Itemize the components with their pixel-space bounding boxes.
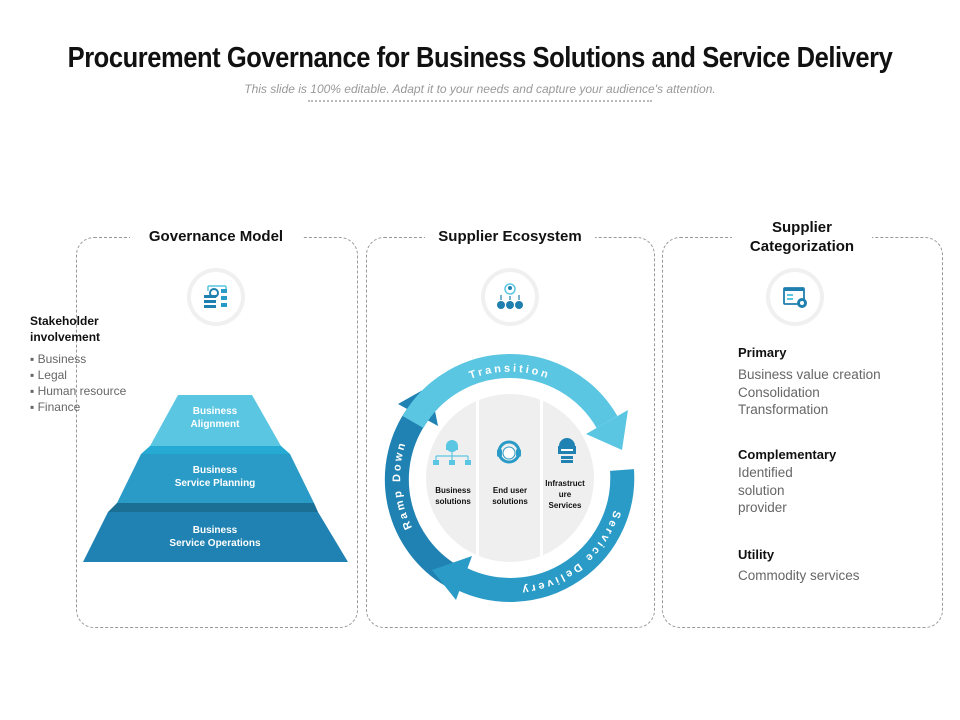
col-line: Services — [548, 501, 582, 510]
cloud-network-icon — [433, 440, 471, 465]
category-title: Primary — [738, 345, 787, 360]
pyramid-tier-1 — [150, 395, 281, 446]
col-line: Business — [435, 486, 471, 495]
pyramid-connector — [108, 503, 318, 512]
category-item: Business value creation — [738, 367, 881, 382]
category-group-complementary: Complementary Identified solution provid… — [738, 446, 928, 517]
category-item: Identified — [738, 465, 793, 480]
stakeholder-item: ▪ Human resource — [30, 384, 127, 398]
category-item: Commodity services — [738, 568, 860, 583]
transition-arrow — [402, 354, 628, 450]
col-line: ure — [558, 490, 572, 499]
category-item: solution — [738, 482, 785, 498]
service-delivery-arrow — [432, 469, 635, 602]
stakeholder-label: Business — [37, 352, 87, 366]
tier-line: Service Operations — [169, 538, 261, 549]
heading-line: Supplier — [771, 219, 832, 236]
stakeholder-title: Stakeholder involvement — [30, 314, 101, 344]
stakeholder-item: ▪ Finance — [30, 400, 81, 414]
page-subtitle: This slide is 100% editable. Adapt it to… — [244, 82, 716, 96]
stakeholder-label: Finance — [37, 400, 81, 414]
subtitle-divider — [308, 100, 652, 102]
category-title: Complementary — [738, 447, 837, 462]
stakeholder-label: Human resource — [37, 384, 127, 398]
governance-heading: Governance Model — [130, 227, 302, 246]
stakeholder-label: Legal — [37, 368, 67, 382]
category-group-primary: Primary Business value creation Consolid… — [738, 344, 928, 419]
stakeholder-block: Stakeholder involvement ▪ Business ▪ Leg… — [30, 313, 150, 415]
category-item: provider — [738, 500, 787, 515]
category-title: Utility — [738, 547, 775, 562]
pyramid-connector — [141, 446, 290, 454]
cloud-server-icon — [558, 438, 576, 463]
category-item: Transformation — [738, 402, 829, 417]
page-title: Procurement Governance for Business Solu… — [67, 42, 893, 74]
column-label-business: Business solutions — [428, 485, 478, 507]
governance-flowchart-icon — [191, 272, 241, 322]
column-divider — [476, 390, 479, 566]
heading-line: Categorization — [749, 238, 855, 255]
column-divider — [540, 390, 543, 566]
col-line: solutions — [492, 497, 528, 506]
center-circle — [426, 394, 594, 562]
tier-line: Business — [192, 465, 238, 476]
headset-agent-icon — [497, 440, 521, 464]
category-group-utility: Utility Commodity services — [738, 546, 928, 585]
team-hierarchy-icon — [485, 272, 535, 322]
col-line: End user — [492, 486, 528, 495]
tier-line: Alignment — [190, 419, 240, 430]
tier-line: Business — [192, 406, 238, 417]
browser-settings-icon — [770, 272, 820, 322]
ecosystem-heading: Supplier Ecosystem — [425, 227, 595, 246]
stakeholder-item: ▪ Legal — [30, 368, 67, 382]
stakeholder-item: ▪ Business — [30, 352, 87, 366]
tier-line: Business — [192, 525, 238, 536]
tier-line: Service Planning — [174, 478, 256, 489]
col-line: solutions — [435, 497, 471, 506]
column-label-end-user: End user solutions — [485, 485, 535, 507]
pyramid-tier-3 — [83, 512, 348, 562]
col-line: Infrastruct — [545, 479, 585, 488]
pyramid-tier-2 — [117, 454, 314, 503]
category-item: Consolidation — [738, 384, 820, 400]
